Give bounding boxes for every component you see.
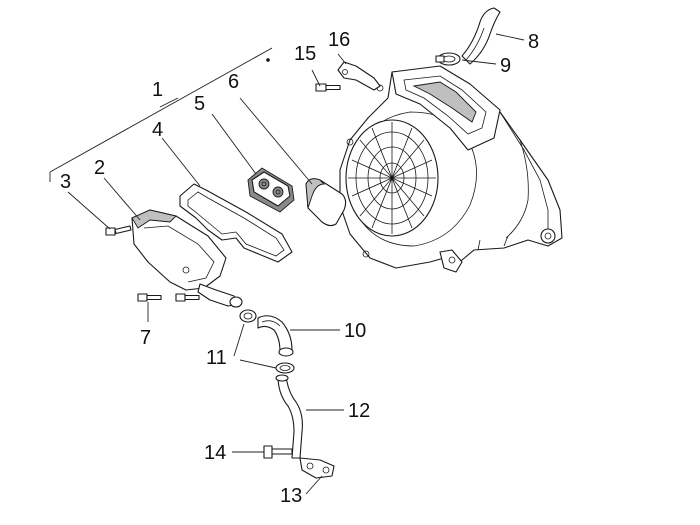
gasket-part-4 [179, 183, 293, 263]
hose-clamp-part-9 [435, 52, 461, 66]
callout-5: 5 [194, 93, 205, 115]
callout-9: 9 [500, 55, 511, 77]
drain-pipe-part-12 [275, 374, 303, 459]
callout-3: 3 [60, 171, 71, 193]
callout-6: 6 [228, 71, 239, 93]
screw-part-3 [105, 225, 132, 236]
callout-4: 4 [152, 119, 163, 141]
callout-13: 13 [280, 485, 302, 507]
leader-lines [49, 33, 525, 495]
hose-part-8 [461, 7, 501, 65]
small-cover-part-6 [305, 178, 347, 227]
callout-14: 14 [204, 442, 226, 464]
filter-part-5 [247, 167, 295, 213]
callout-7: 7 [140, 327, 151, 349]
screws-part-7 [137, 293, 200, 302]
callout-1: 1 [152, 79, 163, 101]
callout-12: 12 [348, 400, 370, 422]
callout-11: 11 [206, 347, 227, 369]
screw-part-15 [315, 83, 341, 92]
air-box-cover-part-2 [131, 209, 243, 308]
screw-part-14 [263, 445, 293, 459]
hose-clamps-part-11 [239, 309, 295, 374]
flange-part-13 [299, 457, 335, 479]
callout-15: 15 [294, 43, 316, 65]
elbow-pipe-part-10 [257, 315, 294, 357]
callout-labels: 1 2 3 4 5 6 7 8 9 10 11 12 13 14 15 16 [60, 29, 539, 507]
callout-8: 8 [528, 31, 539, 53]
callout-10: 10 [344, 320, 366, 342]
crankcase-cover [339, 65, 563, 273]
bracket-part-16 [337, 61, 381, 91]
callout-16: 16 [328, 29, 350, 51]
callout-2: 2 [94, 157, 105, 179]
